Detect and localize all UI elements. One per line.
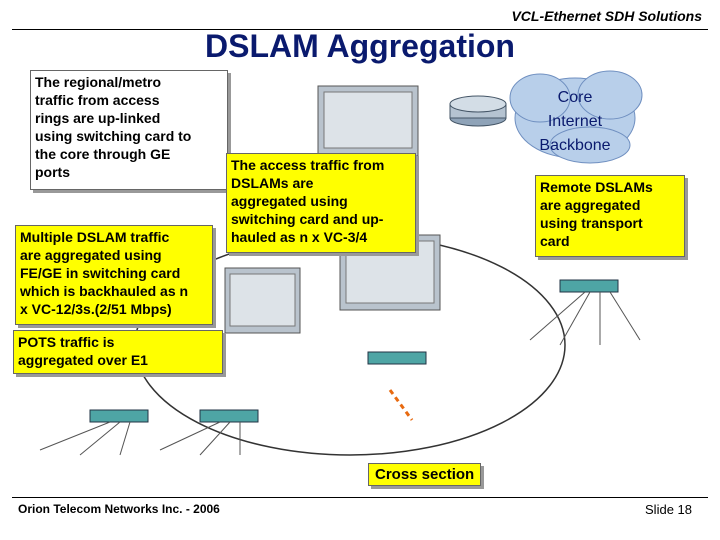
callout-access-line: DSLAMs are [231,175,314,191]
callout-remote-line: using transport [540,215,643,231]
callout-regional-line: traffic from access [35,92,160,108]
cloud-label-line: Backbone [539,137,611,154]
cloud-label-line: Internet [547,113,603,130]
callout-remote-line: are aggregated [540,197,641,213]
cloud-label: Core Internet Backbone [525,86,625,158]
dslam-switch-left2-icon [199,409,259,423]
callout-multiple-line: are aggregated using [20,247,162,263]
slide-number: Slide 18 [645,502,692,517]
dslam-switch-left1-icon [89,409,149,423]
footer-divider [12,497,708,498]
callout-regional-line: rings are up-linked [35,110,161,126]
page-title: DSLAM Aggregation [205,28,515,64]
callout-regional: The regional/metro traffic from access r… [30,70,228,190]
callout-remote-line: card [540,233,570,249]
callout-pots: POTS traffic is aggregated over E1 [13,330,223,374]
callout-access-line: The access traffic from [231,157,385,173]
callout-pots-line: aggregated over E1 [18,352,148,368]
sdh-rack-top-icon [317,85,419,157]
callout-access-line: hauled as n x VC-3/4 [231,229,368,245]
callout-multiple-line: FE/GE in switching card [20,265,181,281]
sdh-rack-left-icon [224,267,301,334]
cross-section-fiber [388,389,414,421]
callout-regional-line: using switching card to [35,128,192,144]
router-icon [449,95,507,127]
callout-remote: Remote DSLAMs are aggregated using trans… [535,175,685,257]
callout-multiple-line: x VC-12/3s.(2/51 Mbps) [20,301,172,317]
callout-access-line: aggregated using [231,193,348,209]
callout-multiple-line: which is backhauled as n [20,283,189,299]
access-links [39,291,641,456]
internet-cloud-icon [509,70,643,164]
cross-section-label: Cross section [368,463,482,486]
header-brand: VCL-Ethernet SDH Solutions [511,8,702,24]
callout-multiple-line: Multiple DSLAM traffic [20,229,170,245]
callout-access: The access traffic from DSLAMs are aggre… [226,153,416,253]
header-divider [12,29,708,30]
callout-pots-line: POTS traffic is [18,334,115,350]
dslam-switch-mid-icon [367,351,427,365]
callout-regional-line: the core through GE [35,146,171,162]
callout-multiple: Multiple DSLAM traffic are aggregated us… [15,225,213,325]
callout-remote-line: Remote DSLAMs [540,179,653,195]
dslam-switch-right-icon [559,279,619,293]
callout-regional-line: The regional/metro [35,74,162,90]
callout-access-line: switching card and up- [231,211,384,227]
cloud-label-line: Core [557,89,593,106]
footer-company: Orion Telecom Networks Inc. - 2006 [18,502,220,516]
callout-regional-line: ports [35,164,70,180]
